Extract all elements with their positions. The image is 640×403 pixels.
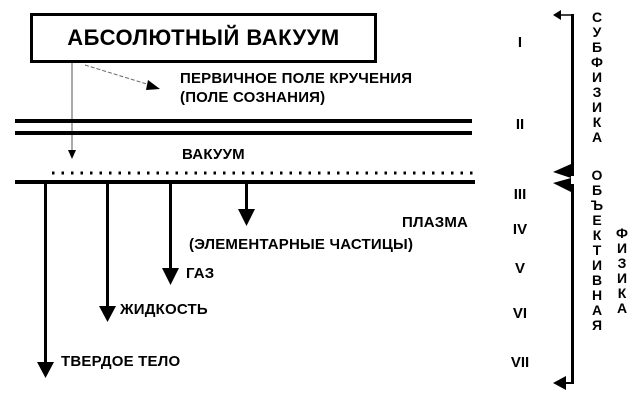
- box-to-torsion-arrow-line: [84, 64, 151, 86]
- solid-arrow-shaft: [44, 184, 47, 364]
- liquid-label: ЖИДКОСТЬ: [120, 301, 208, 318]
- objective-bracket: [571, 184, 574, 384]
- level-vii: VII: [510, 354, 530, 371]
- matter-base-line: [15, 180, 475, 184]
- solid-arrowhead: [37, 362, 54, 378]
- elementary-particles-label: (ЭЛЕМЕНТАРНЫЕ ЧАСТИЦЫ): [189, 236, 414, 253]
- double-line-bottom: [15, 131, 472, 135]
- objective-vertical-label: ОБЪЕКТИВНАЯ: [590, 167, 604, 333]
- double-line-top: [15, 119, 472, 123]
- level-v: V: [514, 260, 525, 277]
- consciousness-field-label: (ПОЛЕ СОЗНАНИЯ): [180, 89, 326, 106]
- level-vi: VI: [512, 305, 528, 322]
- solid-label: ТВЕРДОЕ ТЕЛО: [61, 353, 181, 370]
- plasma-arrow-shaft: [245, 184, 248, 211]
- absolute-vacuum-title: АБСОЛЮТНЫЙ ВАКУУМ: [67, 25, 340, 50]
- objective-top-arrowhead: [553, 178, 571, 192]
- level-i: I: [517, 34, 523, 51]
- absolute-vacuum-box: АБСОЛЮТНЫЙ ВАКУУМ: [30, 13, 377, 63]
- primary-torsion-field-label: ПЕРВИЧНОЕ ПОЛЕ КРУЧЕНИЯ: [180, 70, 413, 87]
- plasma-arrowhead: [238, 209, 255, 226]
- objective-bottom-arrowhead: [553, 376, 566, 390]
- subphysics-bottom-arrowhead: [553, 164, 571, 178]
- box-to-torsion-arrowhead: [146, 80, 160, 90]
- plasma-label: ПЛАЗМА: [402, 214, 469, 231]
- box-to-vacuum-arrowhead: [68, 150, 76, 159]
- level-ii: II: [515, 116, 525, 133]
- gas-arrow-shaft: [169, 184, 172, 270]
- vacuum-label: ВАКУУМ: [182, 146, 245, 163]
- liquid-arrowhead: [99, 306, 116, 322]
- physics-vertical-label: ФИЗИКА: [616, 225, 628, 316]
- liquid-arrow-shaft: [106, 184, 109, 308]
- subphysics-bracket: [571, 14, 574, 176]
- gas-arrowhead: [162, 268, 179, 285]
- gas-label: ГАЗ: [186, 265, 215, 282]
- level-iii: III: [513, 186, 527, 203]
- subphysics-vertical-label: СУБФИЗИКА: [591, 9, 603, 145]
- subphysics-top-arrowhead: [553, 10, 561, 20]
- level-iv: IV: [512, 221, 528, 238]
